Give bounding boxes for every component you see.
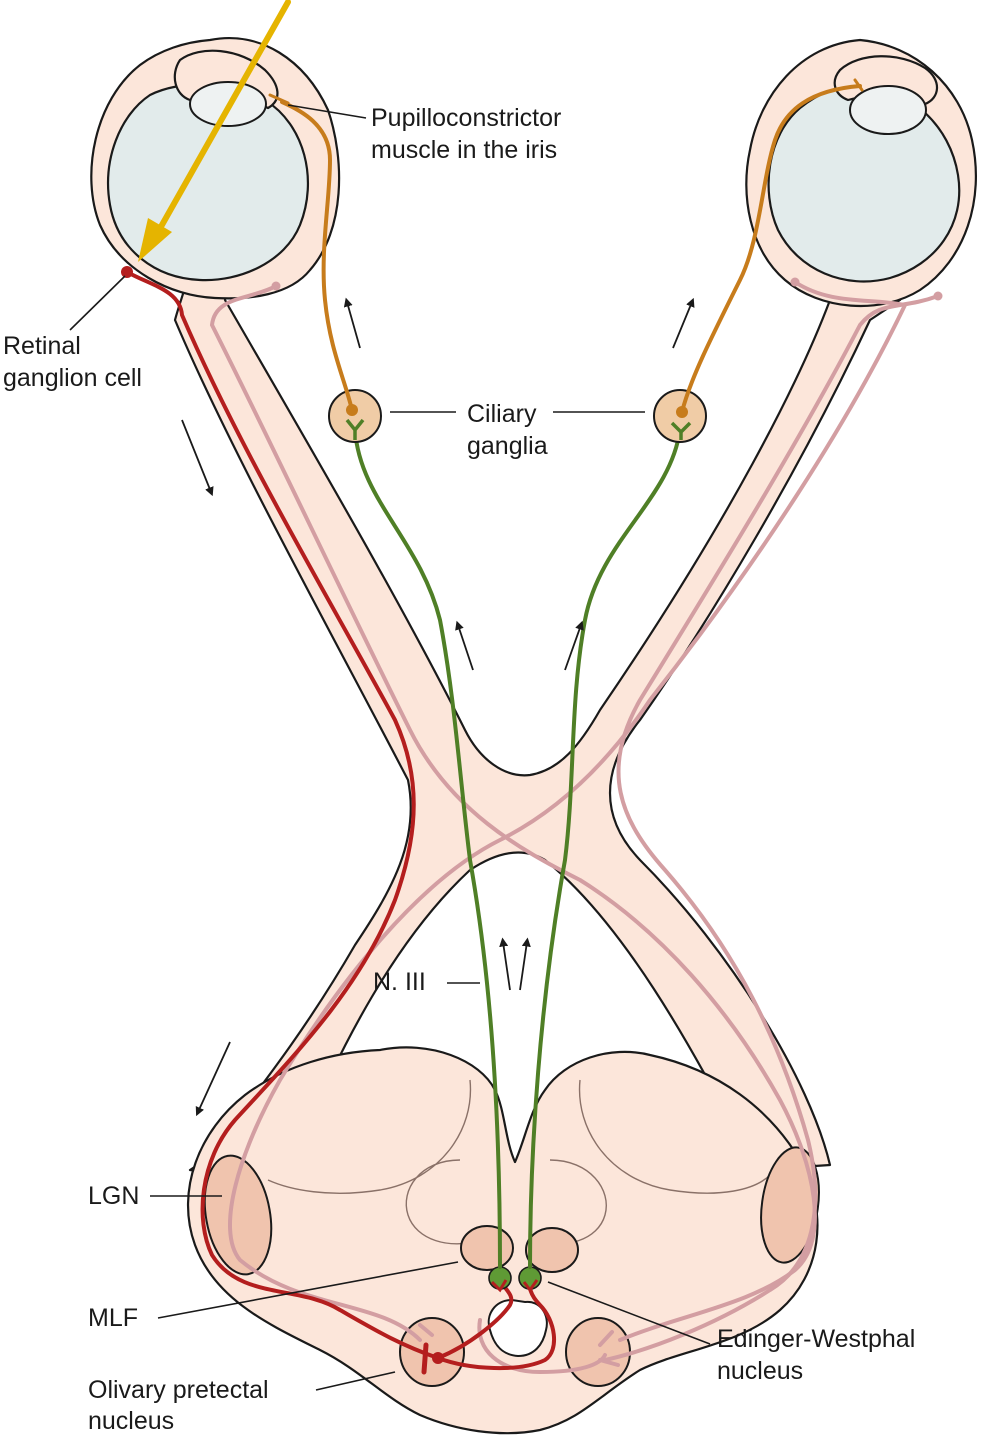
arrow-right-green [564,620,584,671]
edinger-westphal-label-line1: Edinger-Westphal [717,1325,916,1353]
retinal-ganglion-label-line2: ganglion cell [3,364,142,392]
edinger-westphal-nucleus-left [488,1266,512,1290]
pupilloconstrictor-label-line2: muscle in the iris [371,136,558,164]
postganglionic-fibers-orange [268,78,864,418]
optic-nerve-chiasm-tract-tissue [173,228,902,1182]
ciliary-ganglion-left [328,389,382,443]
ciliary-ganglia-label-line1: Ciliary [467,400,537,428]
arrow-n3-right [519,937,531,991]
pink-pathways [209,277,943,1375]
right-eye [745,38,977,308]
lgn-label: LGN [88,1182,140,1210]
arrow-left-postganglionic [343,297,361,349]
direction-arrows [181,297,695,1117]
n3-label: N. III [373,968,426,996]
light-ray [138,0,291,262]
mlf-label: MLF [88,1304,138,1332]
mlf-left [460,1225,514,1271]
left-eye [90,37,341,300]
red-terminals-on-ew [490,1279,539,1293]
lgn-right [760,1146,820,1264]
edinger-westphal-nucleus-right [518,1266,542,1290]
olivary-pretectal-nucleus-right [565,1317,631,1387]
arrow-n3-left [499,937,511,991]
green-terminals [345,418,692,440]
arrow-left-nerve [181,419,214,497]
mlf-right [525,1227,579,1273]
ciliary-ganglia-label-line2: ganglia [467,432,548,460]
pupilloconstrictor-label-line1: Pupilloconstrictor [371,104,562,132]
olivary-pretectal-label-line1: Olivary pretectal [88,1376,269,1404]
leader-lines [69,104,711,1391]
midbrain-internal-outlines [267,1079,771,1245]
edinger-westphal-label-line2: nucleus [717,1357,804,1385]
olivary-pretectal-label-line2: nucleus [88,1407,175,1435]
arrow-left-green [455,620,474,671]
retinal-ganglion-label-line1: Retinal [3,332,81,360]
lgn-left [203,1154,273,1276]
arrow-right-postganglionic [672,297,695,349]
arrow-left-tract [195,1041,231,1117]
